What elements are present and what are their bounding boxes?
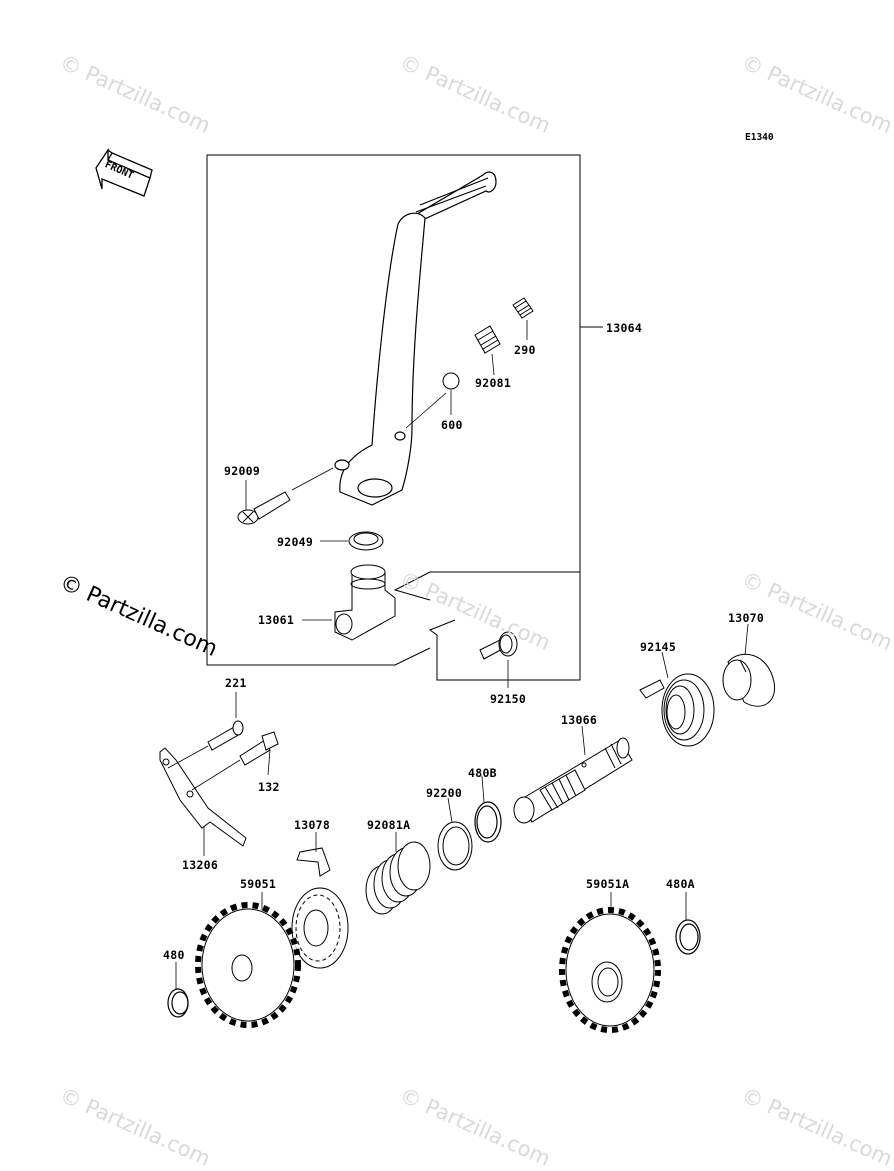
part-label-480[interactable]: 480 (163, 948, 185, 962)
part-label-13061[interactable]: 13061 (258, 613, 295, 627)
part-label-92081[interactable]: 92081 (475, 376, 512, 390)
shaft-13066 (513, 737, 633, 824)
spring-92145 (639, 673, 715, 747)
leader-lines (175, 320, 749, 990)
spring-92081A (365, 841, 431, 915)
diagram-code: E1340 (745, 132, 774, 143)
part-label-59051A[interactable]: 59051A (586, 877, 630, 891)
part-label-92081A[interactable]: 92081A (367, 818, 411, 832)
part-label-480A[interactable]: 480A (666, 877, 695, 891)
front-arrow-icon (95, 147, 153, 197)
part-label-13206[interactable]: 13206 (182, 858, 219, 872)
part-label-13078[interactable]: 13078 (294, 818, 331, 832)
lever-13206 (159, 747, 247, 847)
part-label-13064[interactable]: 13064 (606, 321, 643, 335)
washer-92200 (437, 821, 473, 871)
gear-59051A (559, 907, 661, 1033)
circlip-480 (167, 988, 189, 1018)
spring-290 (512, 297, 534, 319)
circlip-480A (675, 919, 701, 955)
spring-92081 (474, 325, 501, 354)
part-label-59051[interactable]: 59051 (240, 877, 277, 891)
collar-13070 (722, 653, 776, 707)
washer-92049 (348, 531, 384, 551)
part-label-92150[interactable]: 92150 (490, 692, 527, 706)
part-label-92200[interactable]: 92200 (426, 786, 463, 800)
bolt-92009 (237, 467, 334, 525)
part-label-13066[interactable]: 13066 (561, 713, 598, 727)
part-label-480B[interactable]: 480B (468, 766, 497, 780)
part-label-132[interactable]: 132 (258, 780, 280, 794)
bolt-221 (167, 720, 244, 769)
bolt-92150 (479, 631, 518, 660)
part-label-92009[interactable]: 92009 (224, 464, 261, 478)
part-label-600[interactable]: 600 (441, 418, 463, 432)
part-label-221[interactable]: 221 (225, 676, 247, 690)
part-label-290[interactable]: 290 (514, 343, 536, 357)
gear-59051 (195, 902, 301, 1028)
part-label-13070[interactable]: 13070 (728, 611, 765, 625)
ball-600 (405, 372, 460, 429)
part-label-92145[interactable]: 92145 (640, 640, 677, 654)
shaft-13061 (334, 564, 396, 641)
assembly-outline (206, 154, 603, 681)
kick-pedal-lever (334, 171, 497, 506)
circlip-480B (474, 801, 502, 843)
ratchet-13078 (291, 847, 349, 969)
part-label-92049[interactable]: 92049 (277, 535, 314, 549)
